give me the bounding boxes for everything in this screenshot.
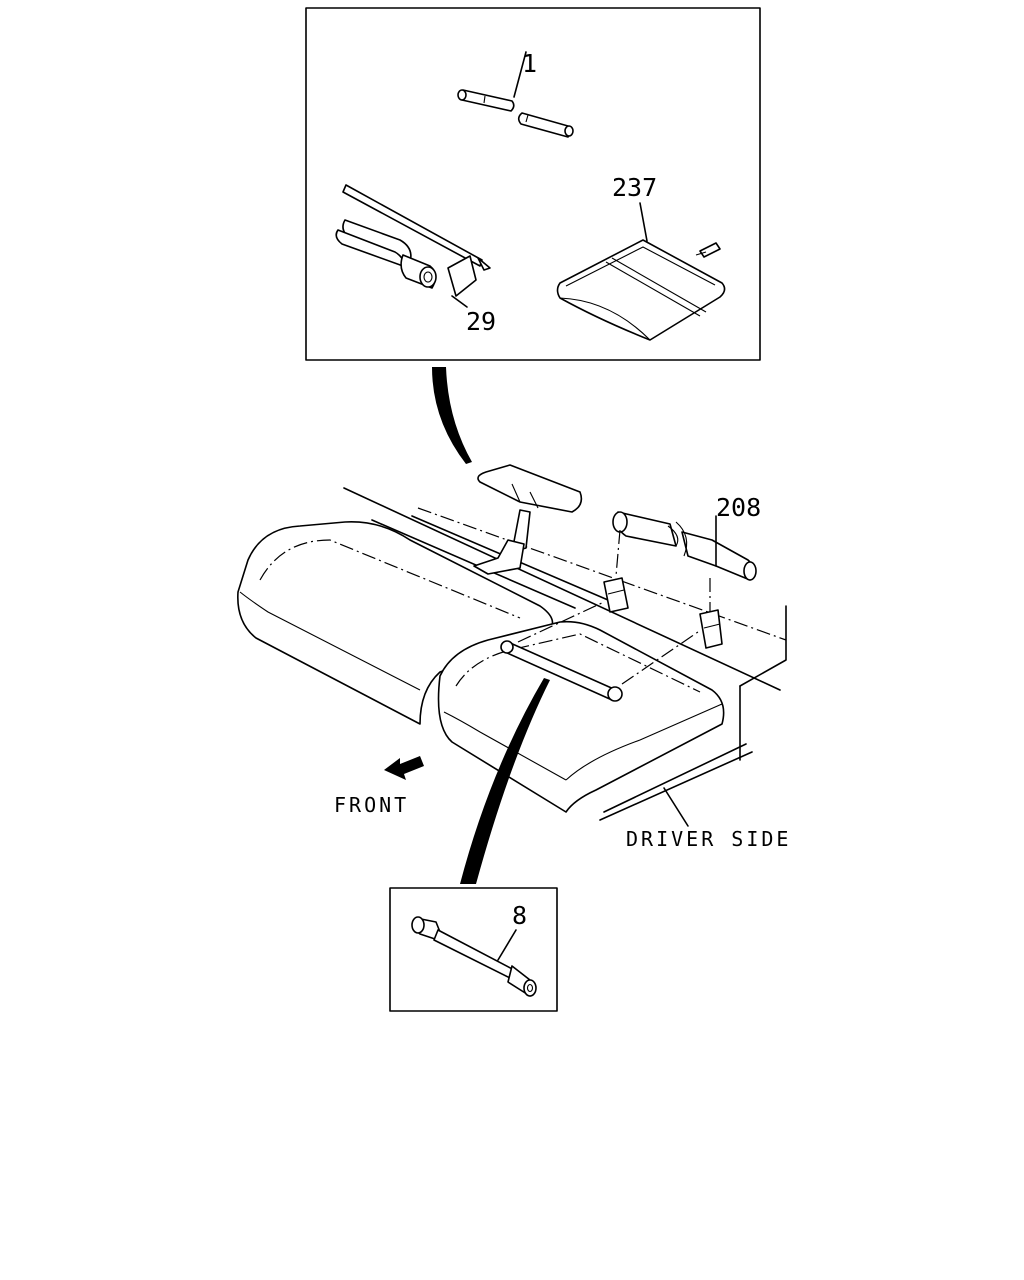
callout-8: 8 <box>512 901 527 930</box>
leader-arrow-bottom <box>460 678 550 884</box>
leader-arrow-top <box>432 367 472 464</box>
inset-frame-bottom <box>389 887 558 1012</box>
callout-208: 208 <box>716 493 761 522</box>
handle-208-drawing <box>612 511 757 581</box>
front-label: FRONT <box>334 793 409 817</box>
inset-frame-top <box>305 7 761 361</box>
tool-kit-inset: 1 237 29 <box>305 7 761 361</box>
tool-bag-drawing <box>556 202 726 341</box>
callout-1: 1 <box>522 49 537 78</box>
driver-side-label: DRIVER SIDE <box>626 827 791 851</box>
callout-237: 237 <box>612 173 657 202</box>
arrow-down-left-icon <box>384 756 424 780</box>
extension-bar-inset: 8 <box>389 887 558 1012</box>
left-seat-cushion <box>237 521 554 725</box>
callout-29: 29 <box>466 307 496 336</box>
wrench-set-drawing <box>335 184 491 308</box>
handle-bar-drawing <box>457 51 574 138</box>
